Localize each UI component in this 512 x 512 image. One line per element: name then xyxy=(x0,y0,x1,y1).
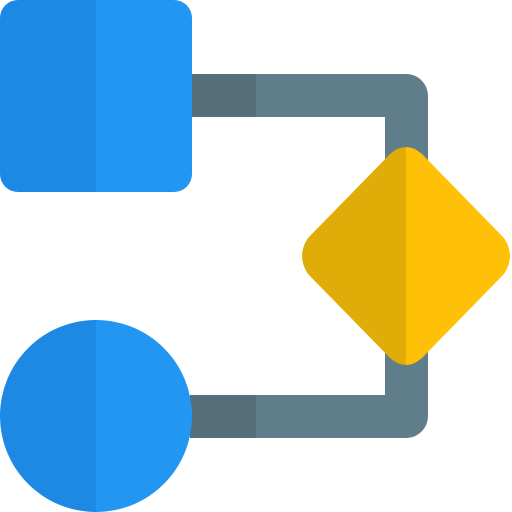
process-node-shade xyxy=(0,0,96,192)
connector-lines xyxy=(190,74,428,438)
decision-node-shade xyxy=(302,147,406,365)
process-node-light xyxy=(96,0,192,192)
terminal-node xyxy=(0,320,192,512)
decision-node-light xyxy=(406,147,510,365)
terminal-node-light xyxy=(96,320,192,512)
connector-top-shade xyxy=(190,74,256,117)
process-node xyxy=(0,0,192,192)
connector-bottom-shade xyxy=(190,395,256,438)
decision-node xyxy=(302,147,510,365)
terminal-node-shade xyxy=(0,320,96,512)
